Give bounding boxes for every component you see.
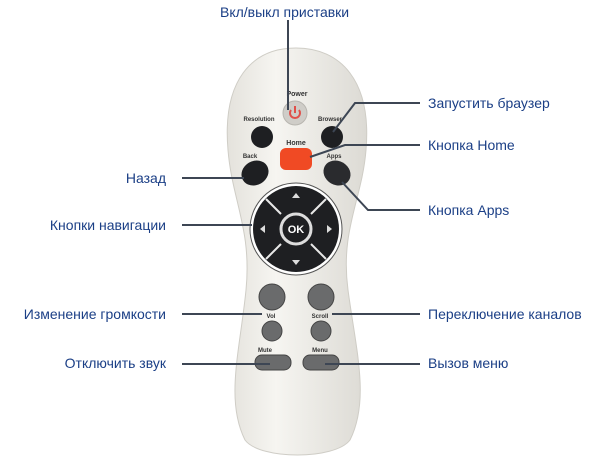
volume-up-button[interactable] <box>258 283 286 311</box>
arrow-right-icon[interactable] <box>327 225 332 233</box>
home-button[interactable] <box>280 148 312 170</box>
resolution-button[interactable] <box>251 126 273 148</box>
back-button[interactable] <box>237 156 273 191</box>
mute-button[interactable] <box>254 354 292 371</box>
apps-label: Apps <box>327 154 343 160</box>
channel-up-button[interactable] <box>307 283 335 311</box>
callout-back: Назад <box>125 170 166 186</box>
menu-button[interactable] <box>302 354 340 371</box>
callout-apps: Кнопка Apps <box>428 202 510 218</box>
browser-label: Browser <box>318 117 343 123</box>
ok-button[interactable] <box>279 212 313 246</box>
callout-mute: Отключить звук <box>64 355 166 371</box>
callout-power: Вкл/выкл приставки <box>220 4 350 20</box>
apps-button[interactable] <box>319 156 355 191</box>
power-label: Power <box>286 91 307 98</box>
mute-label: Mute <box>258 348 273 354</box>
arrow-down-icon[interactable] <box>292 260 300 265</box>
callout-home: Кнопка Home <box>428 137 515 153</box>
resolution-label: Resolution <box>244 117 275 123</box>
callout-menu: Вызов меню <box>428 355 509 371</box>
vol-label: Vol <box>267 314 276 320</box>
ok-label: OK <box>288 224 305 236</box>
channel-down-button[interactable] <box>310 320 332 342</box>
callout-navigation: Кнопки навигации <box>49 217 166 233</box>
callout-browser: Запустить браузер <box>428 95 550 111</box>
back-label: Back <box>243 154 258 160</box>
home-label: Home <box>286 140 306 147</box>
arrow-left-icon[interactable] <box>260 225 265 233</box>
callout-channels: Переключение каналов <box>428 306 582 322</box>
scroll-label: Scroll <box>312 314 329 320</box>
leader-lines <box>182 20 420 365</box>
arrow-up-icon[interactable] <box>292 193 300 198</box>
power-icon <box>289 106 301 119</box>
volume-down-button[interactable] <box>261 320 283 342</box>
callout-volume: Изменение громкости <box>23 306 166 322</box>
menu-label: Menu <box>312 348 328 354</box>
browser-button[interactable] <box>321 126 343 148</box>
